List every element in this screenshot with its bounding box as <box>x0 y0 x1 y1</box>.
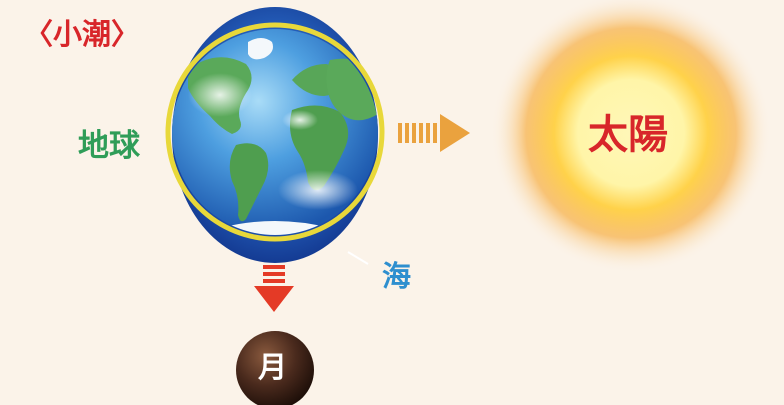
sea-label: 海 <box>382 259 412 293</box>
moon-icon <box>236 331 314 405</box>
sun-icon <box>491 0 771 273</box>
moon-label: 月 <box>258 350 288 384</box>
earth-label: 地球 <box>78 128 140 164</box>
sun-label: 太陽 <box>588 112 668 158</box>
moon-direction-arrow <box>254 265 294 312</box>
sun-direction-arrow <box>398 114 470 152</box>
earth-globe-icon <box>172 29 378 235</box>
earth-outline-ring <box>165 22 385 242</box>
diagram-title: 〈小潮〉 <box>24 17 141 51</box>
sea-pointer-line <box>347 251 369 265</box>
